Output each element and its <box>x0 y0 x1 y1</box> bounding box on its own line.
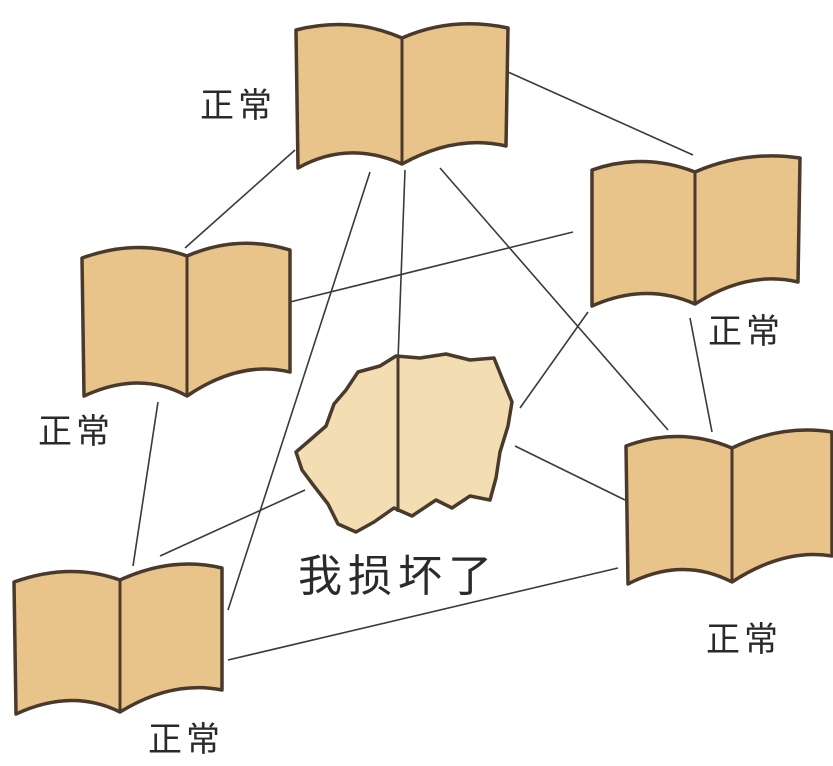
edge-top-bottomleft <box>227 171 371 611</box>
book-left <box>80 241 292 398</box>
book-top <box>294 22 510 170</box>
edge-top-center <box>397 169 406 361</box>
status-label-right: 正常 <box>708 312 784 352</box>
edge-center-bottomleft <box>159 489 306 557</box>
status-label-damaged: 我损坏了 <box>298 551 498 602</box>
book-center-damaged <box>294 352 514 534</box>
edge-lowerright-bottomleft <box>227 567 619 661</box>
connection-lines <box>132 71 713 661</box>
book-lower-right <box>624 428 833 586</box>
edge-right-lowerright <box>689 317 713 433</box>
status-label-left: 正常 <box>38 412 114 452</box>
edge-left-right <box>289 231 574 303</box>
book-bottom-left <box>12 562 224 716</box>
book-right <box>590 154 802 308</box>
edge-center-lowerright <box>514 445 626 501</box>
status-label-top: 正常 <box>200 86 276 126</box>
edge-top-left <box>184 149 296 249</box>
edge-top-lowerright <box>439 167 669 431</box>
status-label-bottom-left: 正常 <box>148 720 224 760</box>
edge-right-center <box>519 311 589 409</box>
edge-left-bottomleft <box>132 401 159 567</box>
edge-top-right <box>507 71 694 156</box>
status-label-lower-right: 正常 <box>706 620 782 660</box>
